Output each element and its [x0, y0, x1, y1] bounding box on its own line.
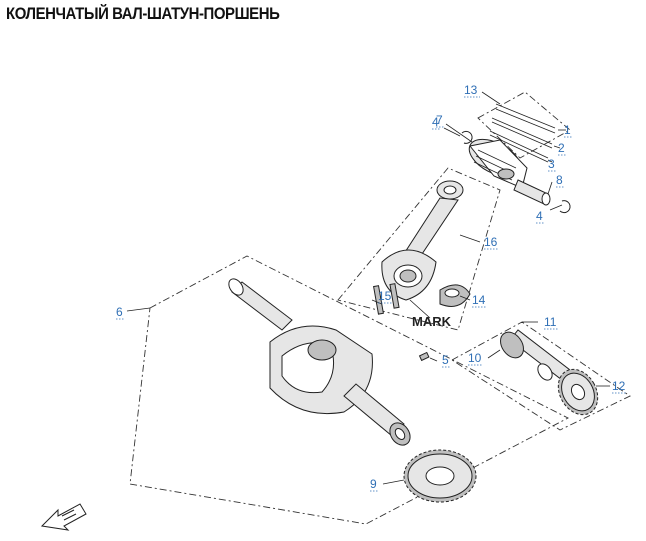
callout-6: 6: [116, 305, 123, 319]
callout-5: 5: [442, 353, 449, 367]
circlip-right: [559, 200, 571, 214]
crankshaft: [228, 278, 411, 446]
circlip-left: [461, 130, 473, 144]
rod-bolts: [373, 283, 400, 315]
callout-4-left: 4: [432, 115, 439, 129]
piston: [468, 138, 528, 189]
callout-1: 1: [564, 123, 571, 137]
callout-16: 16: [484, 235, 498, 249]
callout-11: 11: [544, 315, 557, 329]
callout-2: 2: [558, 141, 565, 155]
balancer-gear: [557, 368, 599, 416]
connecting-rod-outline: [337, 167, 501, 331]
page-title: КОЛЕНЧАТЫЙ ВАЛ-ШАТУН-ПОРШЕНЬ: [6, 4, 280, 23]
callout-4-right: 4: [536, 209, 543, 223]
balancer-assembly-outline: [451, 321, 631, 431]
leader-lines: [126, 91, 610, 485]
bearing-shell: [439, 284, 471, 307]
callout-9: 9: [370, 477, 377, 491]
callout-8: 8: [556, 173, 563, 187]
piston-assembly-outline: [477, 91, 571, 159]
crankshaft-assembly-outline: [129, 255, 569, 525]
callout-3: 3: [548, 157, 555, 171]
front-arrow-icon: [40, 503, 87, 531]
callout-14: 14: [472, 293, 486, 307]
woodruff-key: [418, 351, 430, 362]
callout-12: 12: [612, 379, 626, 393]
crankshaft-gear: [403, 449, 477, 503]
balancer-shaft: [500, 329, 571, 381]
connecting-rod: [381, 180, 464, 301]
callout-15: 15: [378, 289, 392, 303]
callout-7: 7: [436, 113, 443, 127]
piston-pin: [513, 179, 551, 206]
callout-10: 10: [468, 351, 482, 365]
piston-rings: [489, 103, 556, 163]
mark-label: MARK: [412, 314, 452, 329]
callout-13: 13: [464, 83, 478, 97]
